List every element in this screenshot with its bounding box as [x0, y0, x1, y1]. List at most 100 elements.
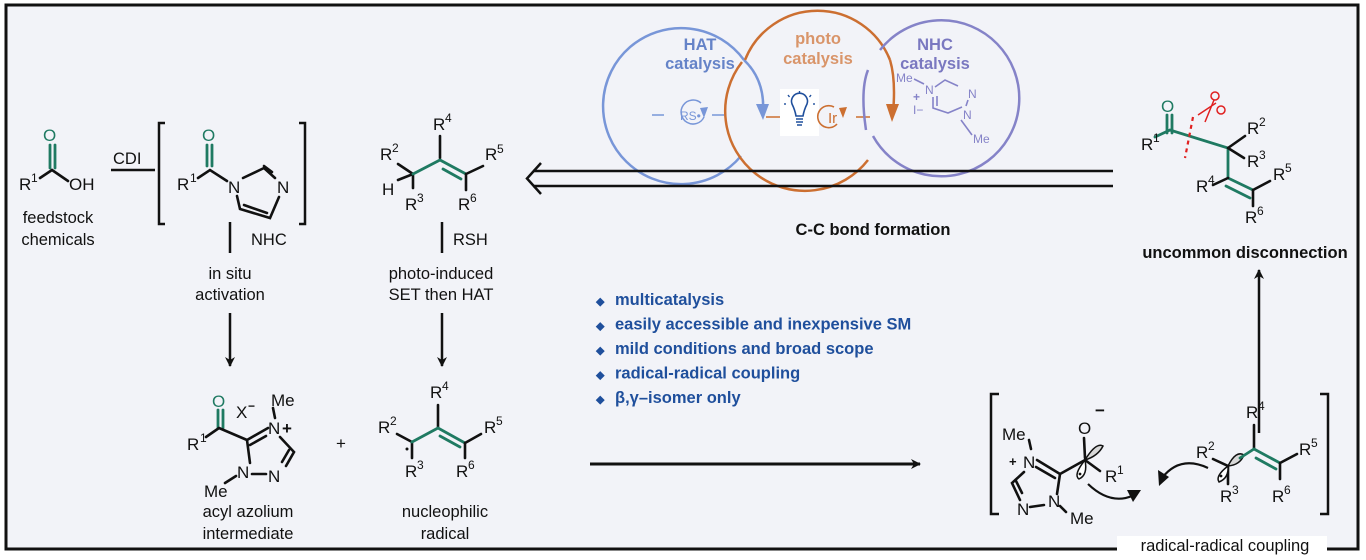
svg-text:N: N	[963, 108, 972, 122]
svg-text:2: 2	[1259, 115, 1266, 129]
activation-caption: activation	[195, 286, 265, 304]
left-bracket	[157, 121, 165, 226]
nucleophilic-caption: nucleophilic	[402, 503, 488, 521]
triazolium-structure: Me N N N + I− Me	[896, 71, 990, 146]
svg-text:R: R	[484, 418, 496, 437]
cc-bond-formation-label: C-C bond formation	[796, 221, 951, 239]
carboxylic-acid-structure: O R 1 OH	[19, 126, 95, 194]
svg-text:O: O	[202, 126, 215, 145]
svg-text:+: +	[1009, 454, 1017, 469]
svg-text:1: 1	[31, 171, 38, 185]
scissors-icon	[1197, 91, 1226, 123]
svg-text:N: N	[237, 463, 249, 482]
svg-text:O: O	[43, 126, 56, 145]
svg-text:R: R	[1273, 165, 1285, 184]
rsh-reagent-label: RSH	[453, 231, 488, 249]
svg-text:O: O	[1161, 97, 1174, 116]
photo-circle-bottom	[723, 61, 869, 193]
svg-text:1: 1	[190, 171, 197, 185]
bullet-diamond-icon: ◆	[595, 296, 605, 308]
svg-text:Me: Me	[1002, 425, 1026, 444]
svg-text:R: R	[187, 435, 199, 454]
svg-text:R: R	[1141, 135, 1153, 154]
photo-induced-caption: photo-induced	[389, 265, 494, 283]
bullet-diamond-icon: ◆	[595, 370, 605, 382]
feature-item: easily accessible and inexpensive SM	[615, 316, 911, 334]
feedstock-caption: feedstock	[23, 209, 94, 227]
svg-text:Me: Me	[1070, 509, 1094, 528]
bullet-diamond-icon: ◆	[595, 321, 605, 333]
svg-text:R: R	[177, 175, 189, 194]
svg-text:X: X	[236, 403, 247, 422]
svg-text:1: 1	[1153, 131, 1160, 145]
photo-species: Ir	[828, 110, 837, 127]
svg-text:4: 4	[445, 111, 452, 125]
svg-text:R: R	[1196, 443, 1208, 462]
plus-sign: +	[336, 434, 346, 453]
photo-arrowhead-icon	[886, 104, 899, 122]
ir-cycle-icon	[817, 104, 838, 129]
svg-text:+: +	[913, 90, 920, 104]
svg-text:R: R	[433, 115, 445, 134]
hat-circle	[601, 26, 746, 186]
svg-text:OH: OH	[69, 175, 95, 194]
svg-text:R: R	[1246, 403, 1258, 422]
svg-text:R: R	[1272, 487, 1284, 506]
radical-dot	[405, 447, 409, 451]
hat-catalysis-cycle: HAT catalysis RS•	[601, 26, 769, 186]
feature-list: ◆multicatalysis◆easily accessible and in…	[595, 291, 911, 407]
hat-title: HAT	[684, 36, 717, 54]
svg-text:N: N	[268, 419, 280, 438]
svg-text:−: −	[1095, 401, 1105, 420]
photo-title: photo	[795, 30, 841, 48]
svg-text:3: 3	[417, 458, 424, 472]
svg-text:I−: I−	[913, 103, 923, 117]
svg-text:Me: Me	[204, 482, 228, 501]
svg-text:5: 5	[1311, 436, 1318, 450]
bullet-diamond-icon: ◆	[595, 345, 605, 357]
svg-text:5: 5	[497, 142, 504, 156]
svg-text:5: 5	[1285, 161, 1292, 175]
radical-caption: radical	[421, 525, 470, 543]
feature-item: radical-radical coupling	[615, 365, 800, 383]
acyl-imidazole-structure: O R 1 N N	[157, 121, 307, 226]
svg-text:R: R	[1247, 152, 1259, 171]
light-bulb-icon	[780, 89, 819, 136]
nhc-reagent-label: NHC	[251, 231, 287, 249]
chemicals-caption: chemicals	[21, 231, 94, 249]
svg-text:−: −	[248, 399, 255, 413]
right-bracket	[299, 121, 307, 226]
svg-text:4: 4	[1208, 173, 1215, 187]
svg-text:4: 4	[442, 379, 449, 393]
svg-text:N: N	[228, 178, 240, 197]
svg-text:N: N	[968, 87, 977, 101]
svg-text:N: N	[1048, 492, 1060, 511]
svg-text:6: 6	[1257, 204, 1264, 218]
nhc-title: NHC	[917, 36, 953, 54]
intermediate-caption: intermediate	[203, 525, 294, 543]
svg-text:N: N	[277, 178, 289, 197]
svg-text:N: N	[1023, 453, 1035, 472]
electron-arrow-left	[1161, 462, 1209, 479]
svg-text:5: 5	[496, 414, 503, 428]
svg-text:R: R	[1196, 177, 1208, 196]
nhc-subtitle: catalysis	[900, 55, 970, 73]
svg-text:R: R	[456, 462, 468, 481]
set-then-hat-caption: SET then HAT	[389, 286, 494, 304]
uncommon-disconnection-label: uncommon disconnection	[1142, 244, 1347, 262]
svg-text:2: 2	[1208, 439, 1215, 453]
svg-text:6: 6	[470, 191, 477, 205]
complex-left-bracket	[989, 392, 999, 516]
svg-text:R: R	[19, 175, 31, 194]
svg-text:Me: Me	[271, 391, 295, 410]
svg-text:2: 2	[392, 141, 399, 155]
p-orbital-lobe	[1083, 444, 1104, 462]
svg-text:R: R	[378, 418, 390, 437]
nhc-catalysis-cycle: NHC catalysis Me N N N + I− Me	[862, 19, 1021, 178]
svg-text:6: 6	[468, 458, 475, 472]
svg-text:H: H	[382, 180, 394, 199]
